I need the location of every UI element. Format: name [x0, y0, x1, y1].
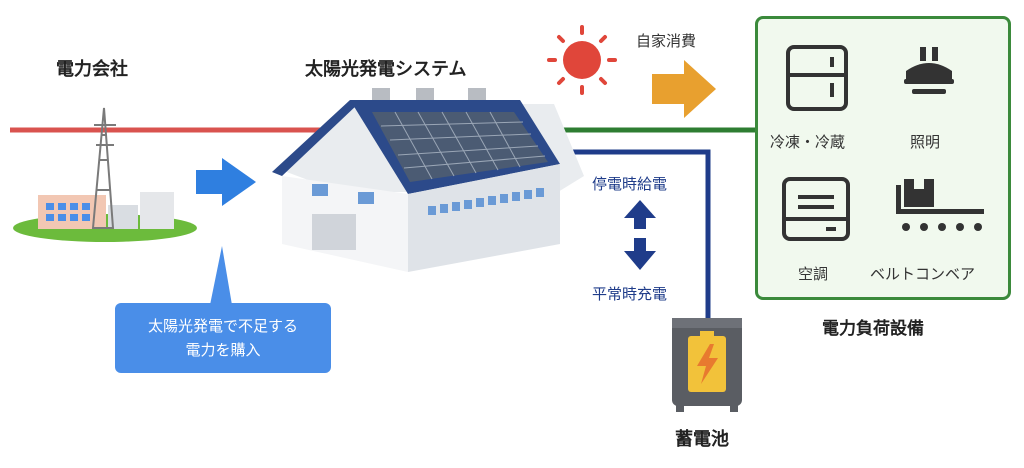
conveyor-label: ベルトコンベア: [870, 265, 976, 283]
callout-tail: [210, 246, 232, 305]
lighting-icon: [904, 47, 954, 94]
normal-charge-arrow: [624, 238, 656, 270]
power-plant-icon: [13, 107, 197, 242]
purchase-arrow: [196, 158, 256, 206]
self-consumption-arrow: [652, 60, 716, 118]
battery-label: 蓄電池: [675, 429, 729, 450]
self-consumption-label: 自家消費: [636, 32, 697, 50]
aircon-label: 空調: [798, 265, 829, 283]
conveyor-icon: [896, 179, 984, 231]
load-equipment-panel: 冷凍・冷蔵 照明 空調 ベルトコンベア: [755, 16, 1011, 300]
power-company-label: 電力会社: [56, 59, 128, 80]
purchase-callout: 太陽光発電で不足する 電力を購入: [115, 303, 331, 373]
outage-supply-arrow: [624, 200, 656, 229]
aircon-icon: [782, 177, 850, 241]
normal-charge-label: 平常時充電: [592, 285, 668, 303]
factory-icon: [272, 88, 584, 272]
battery-icon: [672, 318, 742, 412]
solar-system-label: 太陽光発電システム: [305, 59, 467, 80]
freezer-icon: [786, 45, 848, 111]
load-equipment-label: 電力負荷設備: [822, 319, 924, 339]
outage-supply-label: 停電時給電: [592, 175, 668, 193]
sun-icon: [547, 25, 617, 95]
battery-line: [555, 149, 711, 318]
freezer-label: 冷凍・冷蔵: [770, 133, 846, 151]
lighting-label: 照明: [910, 133, 941, 151]
load-icons: [782, 45, 984, 241]
callout-line-2: 電力を購入: [185, 341, 261, 359]
callout-line-1: 太陽光発電で不足する: [147, 317, 298, 335]
